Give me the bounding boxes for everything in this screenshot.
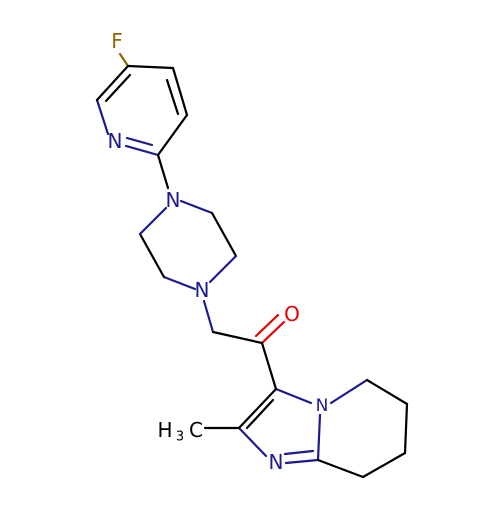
- bond-f-c: [118, 52, 130, 68]
- bond-c8-c8a: [316, 458, 365, 479]
- bond-c4-c3-inner: [165, 78, 180, 116]
- bond-c3-c2: [237, 387, 278, 430]
- atom-label-pyridine-nitrogen: N: [108, 129, 123, 153]
- bond-c6-c5: [95, 64, 130, 102]
- bond-c2-n-inner: [125, 136, 154, 147]
- bond-pyr-pip: [156, 153, 170, 190]
- bond-c7-c8h: [361, 451, 407, 479]
- bond-c6-c7h: [403, 402, 409, 455]
- atom-label-piperazine-nitrogen-bottom: N: [195, 278, 210, 302]
- bond-c6-c5-inner: [104, 73, 132, 103]
- bond-n-c8a-inner: [283, 449, 315, 456]
- bond-pip-n2-c: [162, 275, 197, 291]
- bond-n-ch2: [202, 299, 215, 334]
- atom-label-piperazine-nitrogen-top: N: [166, 188, 181, 212]
- bond-c5-c4: [126, 64, 175, 70]
- bond-ch2-co: [211, 330, 264, 345]
- bond-n-c5h: [329, 378, 369, 405]
- bond-c2-n: [124, 144, 160, 157]
- atom-label-imidazole-nitrogen: N: [269, 450, 284, 474]
- bond-pip-c-c-right: [210, 211, 238, 258]
- bond-c8a-n-bridge: [316, 413, 322, 462]
- bond-c4-c3: [171, 66, 189, 117]
- bond-pip-n1-c: [179, 199, 214, 215]
- bond-pip-c-n2-right: [208, 254, 238, 284]
- bond-pip-c-n1-left: [138, 206, 168, 236]
- bond-co-o-1: [260, 320, 286, 345]
- atom-label-fluorine: F: [111, 29, 123, 53]
- bond-c5-c6h: [365, 378, 409, 406]
- bond-n-c8a: [284, 458, 320, 465]
- atom-label-bridge-nitrogen: N: [316, 396, 329, 416]
- atom-label-methyl-h-count: 3: [176, 430, 184, 445]
- atom-label-methyl-carbon: C: [189, 418, 203, 442]
- atom-label-methyl-hydrogen: H: [157, 418, 172, 442]
- bond-c3-c2: [156, 113, 189, 157]
- bond-pip-c-c-left: [138, 232, 166, 279]
- bond-c3-n-bridge: [274, 387, 313, 405]
- bond-n-c6: [95, 98, 110, 136]
- bond-co-o-2: [254, 313, 280, 338]
- atom-label-carbonyl-oxygen: O: [284, 302, 300, 326]
- bond-c2-n: [237, 426, 268, 458]
- bond-co-c3: [260, 341, 278, 391]
- bond-c3-c2-inner: [245, 398, 275, 430]
